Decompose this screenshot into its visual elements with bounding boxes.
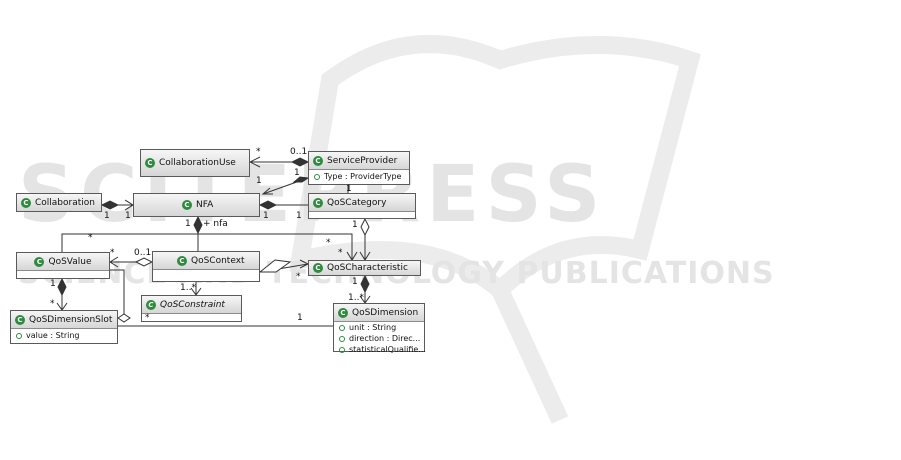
multiplicity-label: * — [296, 272, 301, 282]
multiplicity-label: * — [326, 238, 331, 248]
class-icon: C — [146, 299, 156, 310]
class-icon: C — [21, 197, 31, 208]
multiplicity-label: 1..* — [180, 283, 196, 293]
class-collaboration[interactable]: C Collaboration — [16, 193, 102, 212]
multiplicity-label: 1 — [296, 211, 302, 221]
multiplicity-label: 1..* — [348, 293, 364, 303]
multiplicity-label: 1 — [185, 219, 191, 229]
class-icon: C — [338, 307, 348, 318]
class-icon: C — [177, 255, 187, 266]
class-icon: C — [182, 200, 192, 210]
multiplicity-label: 1 — [352, 220, 358, 230]
multiplicity-label: * — [338, 248, 343, 258]
class-icon: C — [313, 155, 323, 166]
multiplicity-label: 1 — [352, 277, 358, 287]
multiplicity-label: 1 — [294, 168, 300, 178]
class-qos-dimension[interactable]: C QoSDimension unit : String direction :… — [333, 303, 426, 354]
class-qos-constraint[interactable]: C QoSConstraint — [141, 295, 242, 322]
multiplicity-label: * — [256, 147, 261, 157]
class-name: ServiceProvider — [327, 155, 398, 166]
attribute-icon — [314, 173, 320, 180]
class-icon: C — [15, 314, 25, 325]
multiplicity-label: 1 — [263, 211, 269, 221]
class-icon: C — [313, 263, 323, 273]
multiplicity-label: 0..1 — [290, 147, 308, 157]
class-name: QoSCharacteristic — [327, 263, 408, 273]
class-name: QoSValue — [48, 256, 92, 267]
multiplicity-label: 1 — [297, 313, 303, 323]
attribute: direction : Direc... — [349, 334, 421, 343]
multiplicity-label: 1 — [346, 184, 352, 194]
attribute: Type : ProviderType — [324, 172, 402, 181]
class-qos-characteristic[interactable]: C QoSCharacteristic — [308, 260, 421, 276]
multiplicity-label: 1 — [256, 176, 262, 186]
class-icon: C — [145, 158, 155, 168]
class-qos-value[interactable]: C QoSValue — [16, 252, 110, 279]
class-icon: C — [34, 256, 45, 267]
class-name: NFA — [196, 200, 214, 210]
class-qos-category[interactable]: C QoSCategory — [308, 193, 416, 219]
multiplicity-label: 1 — [125, 211, 131, 221]
class-nfa[interactable]: C NFA — [133, 193, 260, 217]
class-name: QoSCategory — [327, 197, 387, 208]
multiplicity-label: * — [50, 299, 55, 309]
attribute: unit : String — [349, 323, 397, 332]
attribute-icon — [339, 346, 345, 353]
class-icon: C — [313, 197, 323, 208]
class-service-provider[interactable]: C ServiceProvider Type : ProviderType — [308, 151, 410, 185]
attribute-icon — [16, 332, 22, 339]
class-name: QoSConstraint — [160, 299, 225, 310]
class-qos-dimension-slot[interactable]: C QoSDimensionSlot value : String — [10, 310, 118, 344]
class-name: QoSDimension — [352, 307, 419, 318]
multiplicity-label: 0..1 — [134, 248, 152, 258]
class-name: QoSContext — [191, 255, 245, 266]
attribute: statisticalQualifie... — [349, 345, 426, 354]
class-collaboration-use[interactable]: C CollaborationUse — [140, 149, 250, 177]
class-qos-context[interactable]: C QoSContext — [152, 251, 260, 282]
class-name: Collaboration — [35, 197, 95, 208]
multiplicity-label: + nfa — [203, 219, 228, 229]
multiplicity-label: 1 — [50, 279, 56, 289]
attribute: value : String — [26, 331, 80, 340]
class-name: QoSDimensionSlot — [29, 314, 113, 325]
multiplicity-label: * — [145, 313, 150, 323]
attribute-icon — [339, 324, 345, 331]
multiplicity-label: * — [110, 248, 115, 258]
class-name: CollaborationUse — [159, 158, 236, 168]
multiplicity-label: * — [88, 233, 93, 243]
attribute-icon — [339, 335, 345, 342]
multiplicity-label: 1 — [104, 211, 110, 221]
